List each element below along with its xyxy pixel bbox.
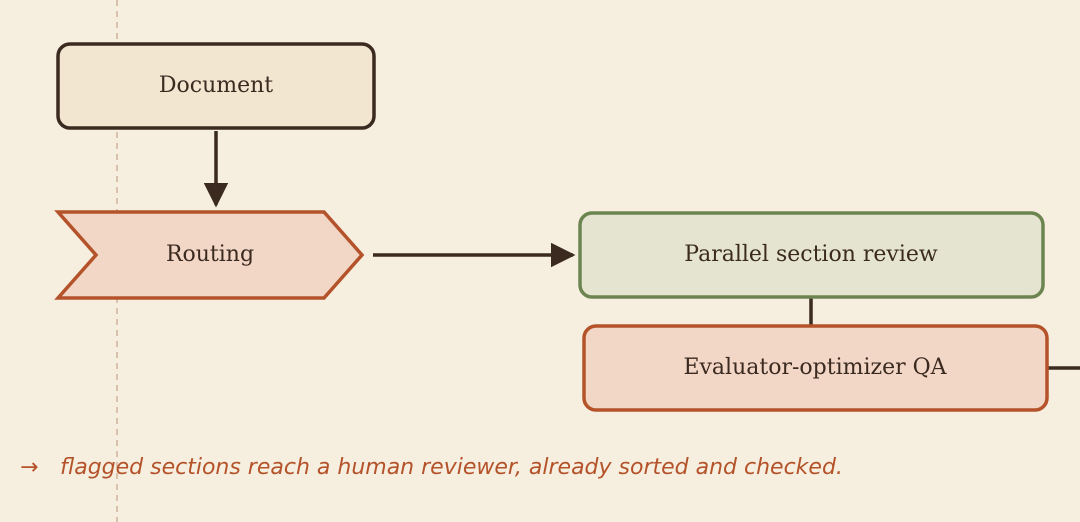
node-parallel-review-label: Parallel section review (684, 242, 938, 267)
node-routing[interactable]: Routing (54, 210, 365, 300)
node-evaluator-qa[interactable]: Evaluator-optimizer QA (582, 324, 1049, 412)
node-parallel-review[interactable]: Parallel section review (578, 211, 1045, 299)
footnote-arrow-icon: → (20, 455, 38, 480)
node-evaluator-qa-label: Evaluator-optimizer QA (683, 355, 947, 380)
node-document[interactable]: Document (56, 42, 376, 130)
footnote-text: flagged sections reach a human reviewer,… (60, 455, 843, 480)
footnote: → flagged sections reach a human reviewe… (20, 455, 843, 480)
node-document-label: Document (159, 73, 273, 98)
node-routing-label: Routing (166, 242, 254, 267)
